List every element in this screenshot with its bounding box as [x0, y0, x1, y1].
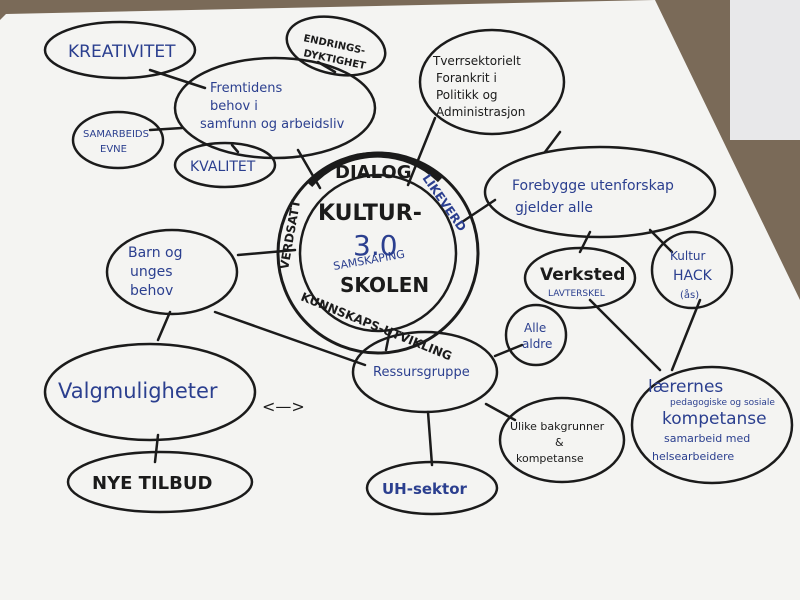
- ring-top-label: DIALOG: [335, 162, 411, 183]
- node-verksted-2: LAVTERSKEL: [548, 289, 605, 299]
- node-samarbeid-2: EVNE: [100, 144, 127, 155]
- bubble-kvalitet: [173, 141, 277, 189]
- node-laerernes-5: helsearbeidere: [652, 450, 734, 463]
- center-line1: KULTUR-: [318, 201, 422, 226]
- node-nye-tilbud: NYE TILBUD: [92, 473, 212, 494]
- node-fremtidens-1: Fremtidens: [210, 81, 282, 96]
- bubble-tverrsektorielt: [418, 28, 566, 136]
- node-uh-sektor: UH-sektor: [382, 480, 468, 498]
- node-laerernes-4: samarbeid med: [664, 432, 750, 445]
- node-laerernes-1: lærernes: [648, 377, 723, 397]
- node-ulike-3: kompetanse: [516, 452, 584, 465]
- node-tverr-2: Forankrit i: [436, 71, 497, 85]
- bubble-alle-aldre: [504, 303, 568, 367]
- node-ressursgruppe: Ressursgruppe: [373, 365, 470, 380]
- node-ulike-1: Ulike bakgrunner: [510, 420, 605, 433]
- ring-thick-arc: [307, 151, 443, 187]
- node-laerernes-3: kompetanse: [662, 409, 767, 429]
- bubble-ressursgruppe: [351, 330, 499, 414]
- bubble-fremtidens: [173, 56, 377, 160]
- node-kulturhack-2: HACK: [673, 268, 713, 284]
- bubble-endringsdyktighet: [285, 15, 387, 77]
- bubble-barn: [105, 228, 239, 316]
- bubble-laerernes: [630, 365, 794, 485]
- node-valgmuligheter: Valgmuligheter: [58, 379, 218, 403]
- node-alle-2: aldre: [522, 337, 552, 351]
- node-kvalitet: KVALITET: [190, 159, 256, 175]
- node-ulike-2: &: [555, 436, 564, 449]
- node-kreativitet: KREATIVITET: [68, 42, 176, 62]
- background-object: [730, 0, 800, 140]
- bubble-nye-tilbud: [66, 450, 254, 514]
- node-kulturhack-1: Kultur: [670, 249, 706, 263]
- node-laerernes-2: pedagogiske og sosiale: [670, 398, 775, 408]
- bubble-uh-sektor: [365, 460, 499, 516]
- node-tverr-1: Tverrsektorielt: [432, 54, 521, 68]
- bubble-kulturhack: [650, 230, 734, 310]
- node-barn-1: Barn og: [128, 245, 182, 261]
- node-samarbeid-1: SAMARBEIDS: [83, 129, 149, 140]
- center-version: 3.0: [353, 229, 398, 262]
- node-tverr-4: Administrasjon: [436, 105, 525, 119]
- node-tverr-3: Politikk og: [436, 88, 498, 102]
- bubble-valgmuligheter: [43, 342, 257, 442]
- node-fremtidens-2: behov i: [210, 99, 258, 114]
- node-verksted-1: Verksted: [540, 265, 625, 285]
- bubbles: [43, 15, 794, 516]
- node-barn-3: behov: [130, 283, 173, 299]
- node-alle-1: Alle: [524, 321, 546, 335]
- bubble-samarbeidsevne: [71, 110, 165, 170]
- bubble-ulike: [498, 396, 626, 484]
- node-fremtidens-3: samfunn og arbeidsliv: [200, 117, 345, 132]
- node-forebygge-2: gjelder alle: [515, 200, 593, 216]
- bubble-verksted: [523, 246, 637, 310]
- center-line3: SKOLEN: [340, 273, 429, 297]
- node-kulturhack-3: (ås): [680, 288, 699, 301]
- bubble-forebygge: [483, 145, 717, 239]
- inner-ring: [298, 173, 458, 333]
- bubble-kreativitet: [43, 20, 197, 80]
- node-barn-2: unges: [130, 264, 173, 280]
- node-arrows: <—>: [262, 397, 305, 416]
- node-forebygge-1: Forebygge utenforskap: [512, 178, 674, 194]
